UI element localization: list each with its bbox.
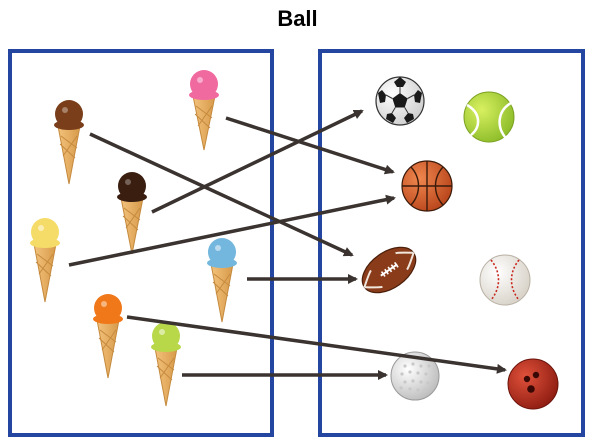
arrow-dark-to-soccer bbox=[151, 109, 364, 214]
football-icon bbox=[361, 246, 417, 294]
ice-cream-cone-icon bbox=[207, 238, 237, 323]
right-set-frame bbox=[318, 49, 585, 437]
tennis-ball-icon bbox=[463, 91, 515, 143]
golf-ball-icon bbox=[390, 351, 440, 401]
left-set-frame bbox=[8, 49, 274, 437]
ice-cream-cone-icon bbox=[30, 218, 60, 303]
bowling-ball-icon bbox=[507, 358, 559, 410]
arrow-pink-to-basketball bbox=[225, 116, 395, 175]
ice-cream-cone-icon bbox=[117, 172, 147, 255]
diagram-title: Ball bbox=[277, 6, 318, 31]
arrow-vanilla-to-basketball bbox=[68, 194, 396, 267]
ice-cream-cone-icon bbox=[189, 70, 219, 151]
ice-cream-cone-icon bbox=[151, 322, 181, 407]
basketball-icon bbox=[401, 160, 453, 212]
ice-cream-cone-icon bbox=[54, 100, 84, 185]
soccer-ball-icon bbox=[375, 76, 425, 126]
arrow-orange-to-bowling bbox=[126, 315, 507, 374]
mapping-arrows bbox=[68, 109, 507, 380]
baseball-icon bbox=[479, 254, 531, 306]
ice-cream-cone-icon bbox=[93, 294, 123, 379]
arrow-choco-to-football bbox=[89, 132, 354, 257]
